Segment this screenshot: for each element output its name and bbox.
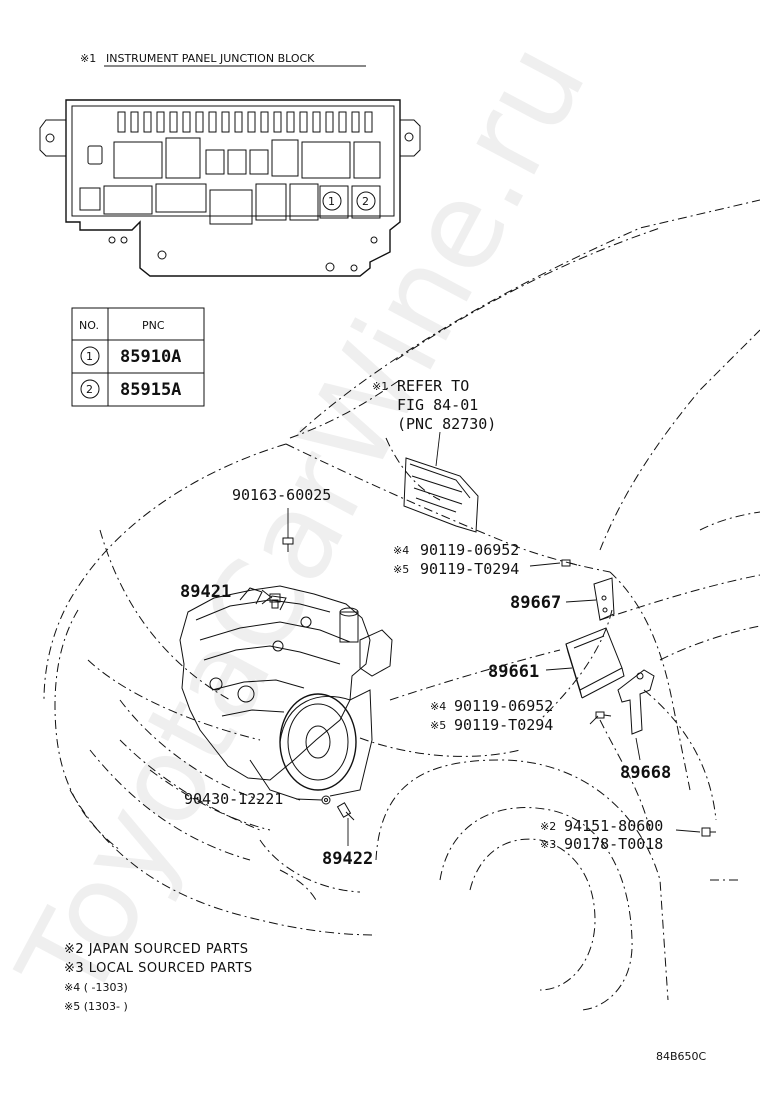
clip-part-2: 94151-80600	[564, 817, 663, 835]
label-89667: 89667	[510, 593, 561, 613]
part-89667-bracket	[593, 577, 615, 621]
bolt-b-mark-5: ※5	[430, 719, 446, 732]
part-89421-knock-sensor	[269, 593, 281, 609]
leader-lines	[261, 431, 717, 846]
circle-2-marker	[356, 191, 376, 211]
bolt-a-icon	[561, 559, 578, 567]
clip-part-3: 90178-T0018	[564, 835, 663, 853]
legend-after-1303: ※5 (1303- )	[64, 1000, 128, 1013]
vehicle-phantom-outline	[43, 199, 760, 1011]
label-89661: 89661	[488, 662, 539, 682]
label-90163: 90163-60025	[232, 486, 331, 504]
fuse-row	[117, 111, 373, 133]
legend-local-sourced: ※3 LOCAL SOURCED PARTS	[64, 961, 253, 976]
legend-japan-sourced: ※2 JAPAN SOURCED PARTS	[64, 942, 249, 957]
refer-line-1: REFER TO	[397, 377, 469, 395]
bolt-b-part-5: 90119-T0294	[454, 716, 553, 734]
gasket-90430	[321, 795, 331, 805]
ecu-module-drawing	[403, 457, 479, 533]
junction-block-title: ※1 INSTRUMENT PANEL JUNCTION BLOCK	[80, 52, 366, 67]
bolt-a-part-5: 90119-T0294	[420, 560, 519, 578]
pnc-row-2-no: 2	[86, 383, 93, 396]
circle-2-label: 2	[362, 195, 369, 208]
part-89422-sensor	[336, 802, 355, 821]
junction-block-drawing: 1 2	[39, 99, 421, 277]
engine-drawing	[179, 585, 393, 801]
junction-block-title-text: INSTRUMENT PANEL JUNCTION BLOCK	[106, 52, 315, 65]
refer-line-3: (PNC 82730)	[397, 415, 496, 433]
clip-mark-3: ※3	[540, 838, 556, 851]
label-bolt-b: ※4 90119-06952 ※5 90119-T0294	[430, 697, 553, 734]
legend: ※2 JAPAN SOURCED PARTS ※3 LOCAL SOURCED …	[64, 942, 253, 1013]
clip-mark-2: ※2	[540, 820, 556, 833]
label-89668: 89668	[620, 763, 671, 783]
pnc-header-pnc: PNC	[142, 319, 165, 332]
part-89661-ecu	[565, 627, 625, 699]
label-bolt-a: ※4 90119-06952 ※5 90119-T0294	[393, 541, 519, 578]
pnc-row-1-no: 1	[86, 350, 93, 363]
bolt-b-icon	[595, 711, 612, 719]
part-89668-bracket	[617, 669, 655, 735]
figure-code: 84B650C	[656, 1050, 707, 1063]
label-89422: 89422	[322, 849, 373, 869]
label-89421: 89421	[180, 582, 231, 602]
pnc-row-1-value: 85910A	[120, 347, 181, 367]
bolt-a-mark-5: ※5	[393, 563, 409, 576]
bolt-b-part-4: 90119-06952	[454, 697, 553, 715]
refer-note: ※1 REFER TO FIG 84-01 (PNC 82730)	[372, 377, 496, 433]
junction-block-mark: ※1	[80, 52, 96, 65]
circle-1-label: 1	[328, 195, 335, 208]
legend-before-1303: ※4 ( -1303)	[64, 981, 128, 994]
pnc-table: NO. PNC 1 85910A 2 85915A	[71, 307, 205, 407]
label-clip: ※2 94151-80600 ※3 90178-T0018	[540, 817, 663, 853]
watermark: ToyotaCarWine.ru	[0, 22, 614, 1025]
pnc-row-2-value: 85915A	[120, 380, 181, 400]
bolt-a-mark-4: ※4	[393, 544, 409, 557]
bolt-a-part-4: 90119-06952	[420, 541, 519, 559]
refer-mark: ※1	[372, 380, 388, 393]
label-90430: 90430-12221	[184, 790, 283, 808]
clip-94151	[701, 827, 716, 837]
circle-1-marker	[322, 191, 342, 211]
bolt-b-mark-4: ※4	[430, 700, 446, 713]
refer-line-2: FIG 84-01	[397, 396, 478, 414]
pnc-header-no: NO.	[79, 319, 99, 332]
